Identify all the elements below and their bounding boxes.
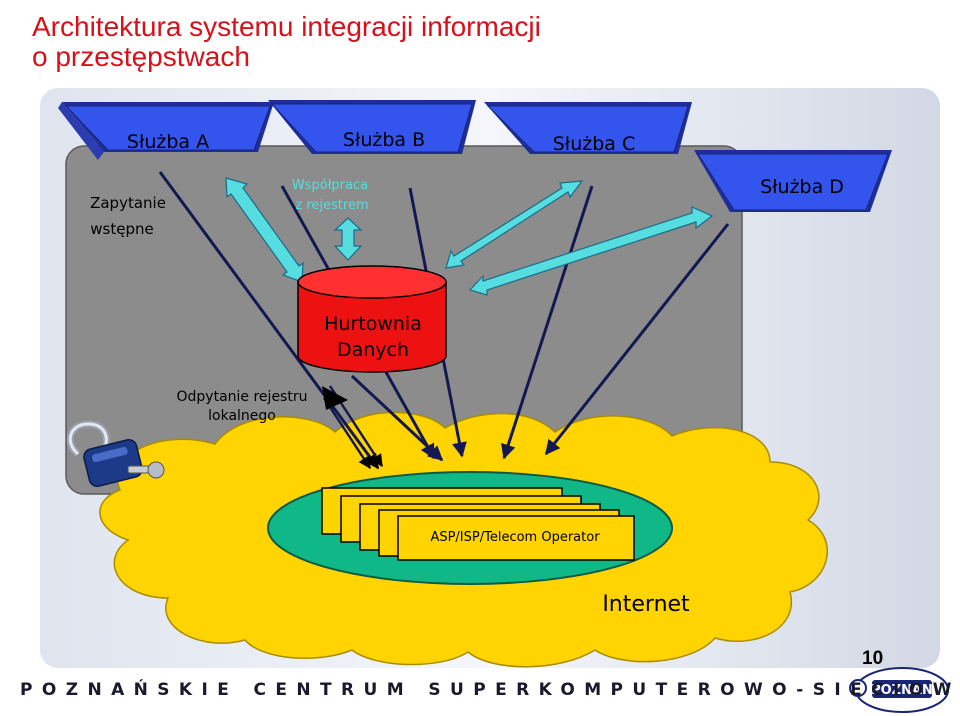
- cooperation-label-1: Współpraca: [292, 178, 368, 193]
- warehouse-label-2: Danych: [337, 339, 409, 361]
- title-line-2: o przestępstwach: [32, 41, 250, 72]
- footer-institution-name: POZNAŃSKIE CENTRUM SUPERKOMPUTEROWO-SIEC…: [20, 680, 960, 700]
- arrow-c-to-cloud: [501, 185, 594, 460]
- arrow-local-query-1: [322, 397, 372, 470]
- service-c-label: Służba C: [553, 133, 636, 155]
- cyan-arrow-vertical: [333, 217, 363, 261]
- service-d-label: Służba D: [760, 176, 844, 198]
- service-box-a: [58, 102, 274, 160]
- cyan-arrow-d: [468, 206, 714, 296]
- arrow-warehouse-to-cloud: [350, 374, 444, 462]
- pcss-logo: POZNAN: [849, 667, 949, 713]
- arrow-a-to-cloud: [158, 171, 380, 470]
- service-box-b: [268, 100, 476, 154]
- padlock-icon: [66, 420, 165, 488]
- slide-title: Architektura systemu integracji informac…: [32, 12, 541, 72]
- internet-label: Internet: [602, 592, 690, 617]
- logo-text: POZNAN: [871, 683, 933, 698]
- service-box-d: [694, 150, 892, 212]
- title-line-1: Architektura systemu integracji informac…: [32, 11, 541, 42]
- page-number: 10: [862, 648, 884, 669]
- service-a-label: Służba A: [127, 131, 209, 153]
- service-arrows: [158, 171, 730, 470]
- operator-box-front: [397, 515, 635, 561]
- arrow-d-to-cloud: [544, 223, 730, 456]
- warehouse-label-1: Hurtownia: [324, 313, 422, 335]
- data-warehouse: [297, 265, 447, 373]
- cyan-arrow-c: [445, 180, 584, 269]
- operator-label: ASP/ISP/Telecom Operator: [430, 530, 600, 545]
- initial-query-label-1: Zapytanie: [90, 194, 166, 212]
- service-b-label: Służba B: [343, 129, 425, 151]
- local-query-label-1: Odpytanie rejestru: [177, 389, 308, 405]
- local-query-label-2: lokalnego: [208, 408, 276, 424]
- local-query-arrowhead: [322, 386, 348, 410]
- operator-stack: [321, 487, 635, 561]
- service-box-c: [484, 102, 692, 154]
- initial-query-label-2: wstępne: [90, 220, 153, 238]
- cooperation-arrows: [225, 177, 714, 296]
- cooperation-label-2: z rejestrem: [295, 198, 368, 213]
